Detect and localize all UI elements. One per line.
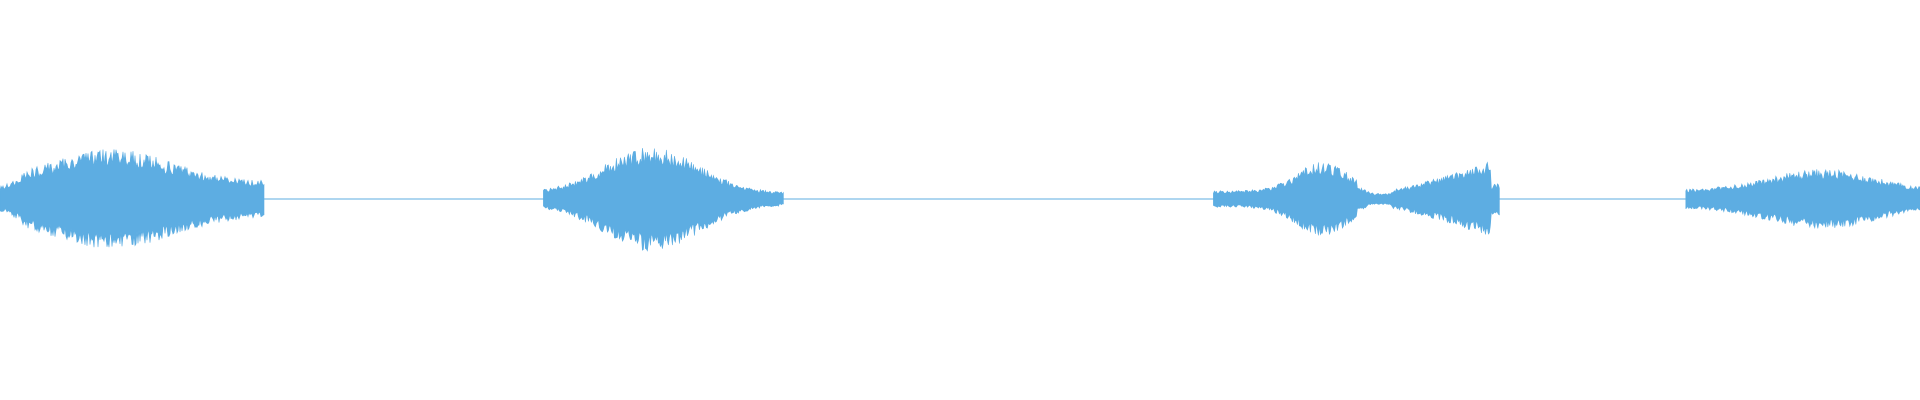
waveform-sound-segment bbox=[1213, 161, 1500, 236]
waveform-sound-segment bbox=[543, 148, 784, 252]
waveform-sound-segment bbox=[0, 149, 265, 248]
waveform-segments bbox=[0, 148, 1920, 252]
waveform-sound-segment bbox=[1685, 169, 1920, 230]
